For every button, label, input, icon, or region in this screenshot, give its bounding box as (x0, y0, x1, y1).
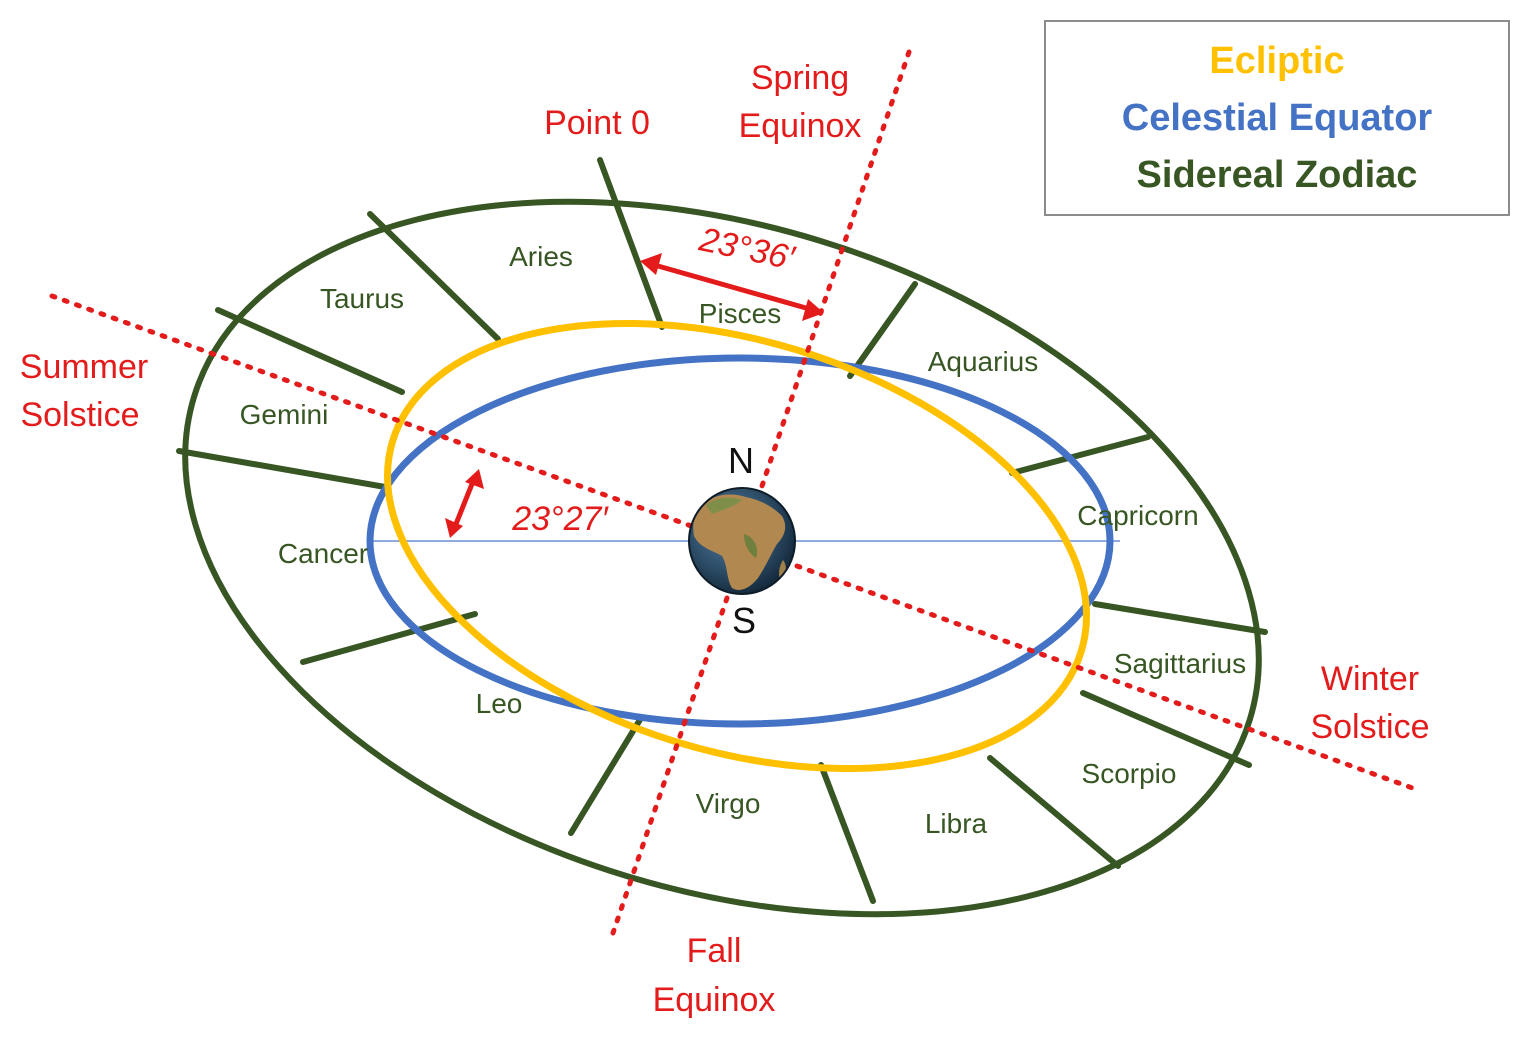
sign-pisces: Pisces (699, 298, 781, 329)
divider-sagittarius-scorpio (1080, 690, 1252, 768)
label-winter-line1: Winter (1321, 660, 1419, 698)
label-spring-line2: Equinox (739, 107, 862, 145)
ayanamsa-arrow (640, 253, 824, 321)
divider-virgo-leo (568, 715, 644, 836)
sign-virgo: Virgo (696, 788, 761, 819)
zodiac-outer-ring (182, 198, 1262, 918)
angle-obliquity: 23°27′ (511, 500, 609, 538)
zodiac-dividers (176, 157, 1268, 904)
divider-pisces-aquarius (847, 281, 918, 379)
divider-aries-taurus (367, 211, 501, 342)
obliquity-arrow (445, 469, 484, 538)
sign-gemini: Gemini (240, 399, 329, 430)
celestial-equator (366, 354, 1114, 728)
earth-globe-icon (688, 487, 796, 595)
label-point0: Point 0 (544, 104, 650, 142)
sign-capricorn: Capricorn (1077, 500, 1198, 531)
label-winter-line2: Solstice (1310, 708, 1429, 746)
sign-sagittarius: Sagittarius (1114, 648, 1246, 679)
label-summer-line1: Summer (20, 348, 148, 386)
ecliptic (384, 319, 1090, 773)
pole-north: N (728, 440, 754, 481)
divider-scorpio-libra (987, 755, 1121, 869)
divider-libra-virgo (818, 762, 876, 904)
sign-libra: Libra (925, 808, 988, 839)
solstice-axis-upper (49, 293, 697, 530)
sign-aquarius: Aquarius (928, 346, 1039, 377)
label-spring-line1: Spring (751, 59, 849, 97)
divider-point0-pisces-aries (597, 157, 665, 330)
legend-celestial-equator: Celestial Equator (1121, 96, 1433, 139)
equinox-axis-lower (610, 595, 730, 936)
sign-leo: Leo (476, 688, 523, 719)
divider-leo-cancer (300, 611, 478, 665)
pole-south: S (732, 600, 756, 641)
equinox-axis-upper (759, 49, 912, 489)
sign-cancer: Cancer (278, 538, 368, 569)
label-summer-line2: Solstice (20, 396, 139, 434)
solstice-axis-lower (794, 563, 1421, 793)
divider-cancer-gemini (176, 448, 388, 490)
legend-sidereal-zodiac: Sidereal Zodiac (1136, 153, 1418, 196)
sign-aries: Aries (509, 241, 573, 272)
label-fall-line1: Fall (687, 932, 742, 970)
legend: Ecliptic Celestial Equator Sidereal Zodi… (1044, 20, 1510, 216)
divider-aquarius-capricorn (1009, 434, 1151, 476)
legend-ecliptic: Ecliptic (1209, 39, 1345, 82)
divider-capricorn-sagittarius (1092, 601, 1268, 635)
sign-taurus: Taurus (320, 283, 404, 314)
label-fall-line2: Equinox (653, 981, 776, 1019)
divider-gemini-taurus (215, 307, 405, 395)
sign-scorpio: Scorpio (1082, 758, 1177, 789)
